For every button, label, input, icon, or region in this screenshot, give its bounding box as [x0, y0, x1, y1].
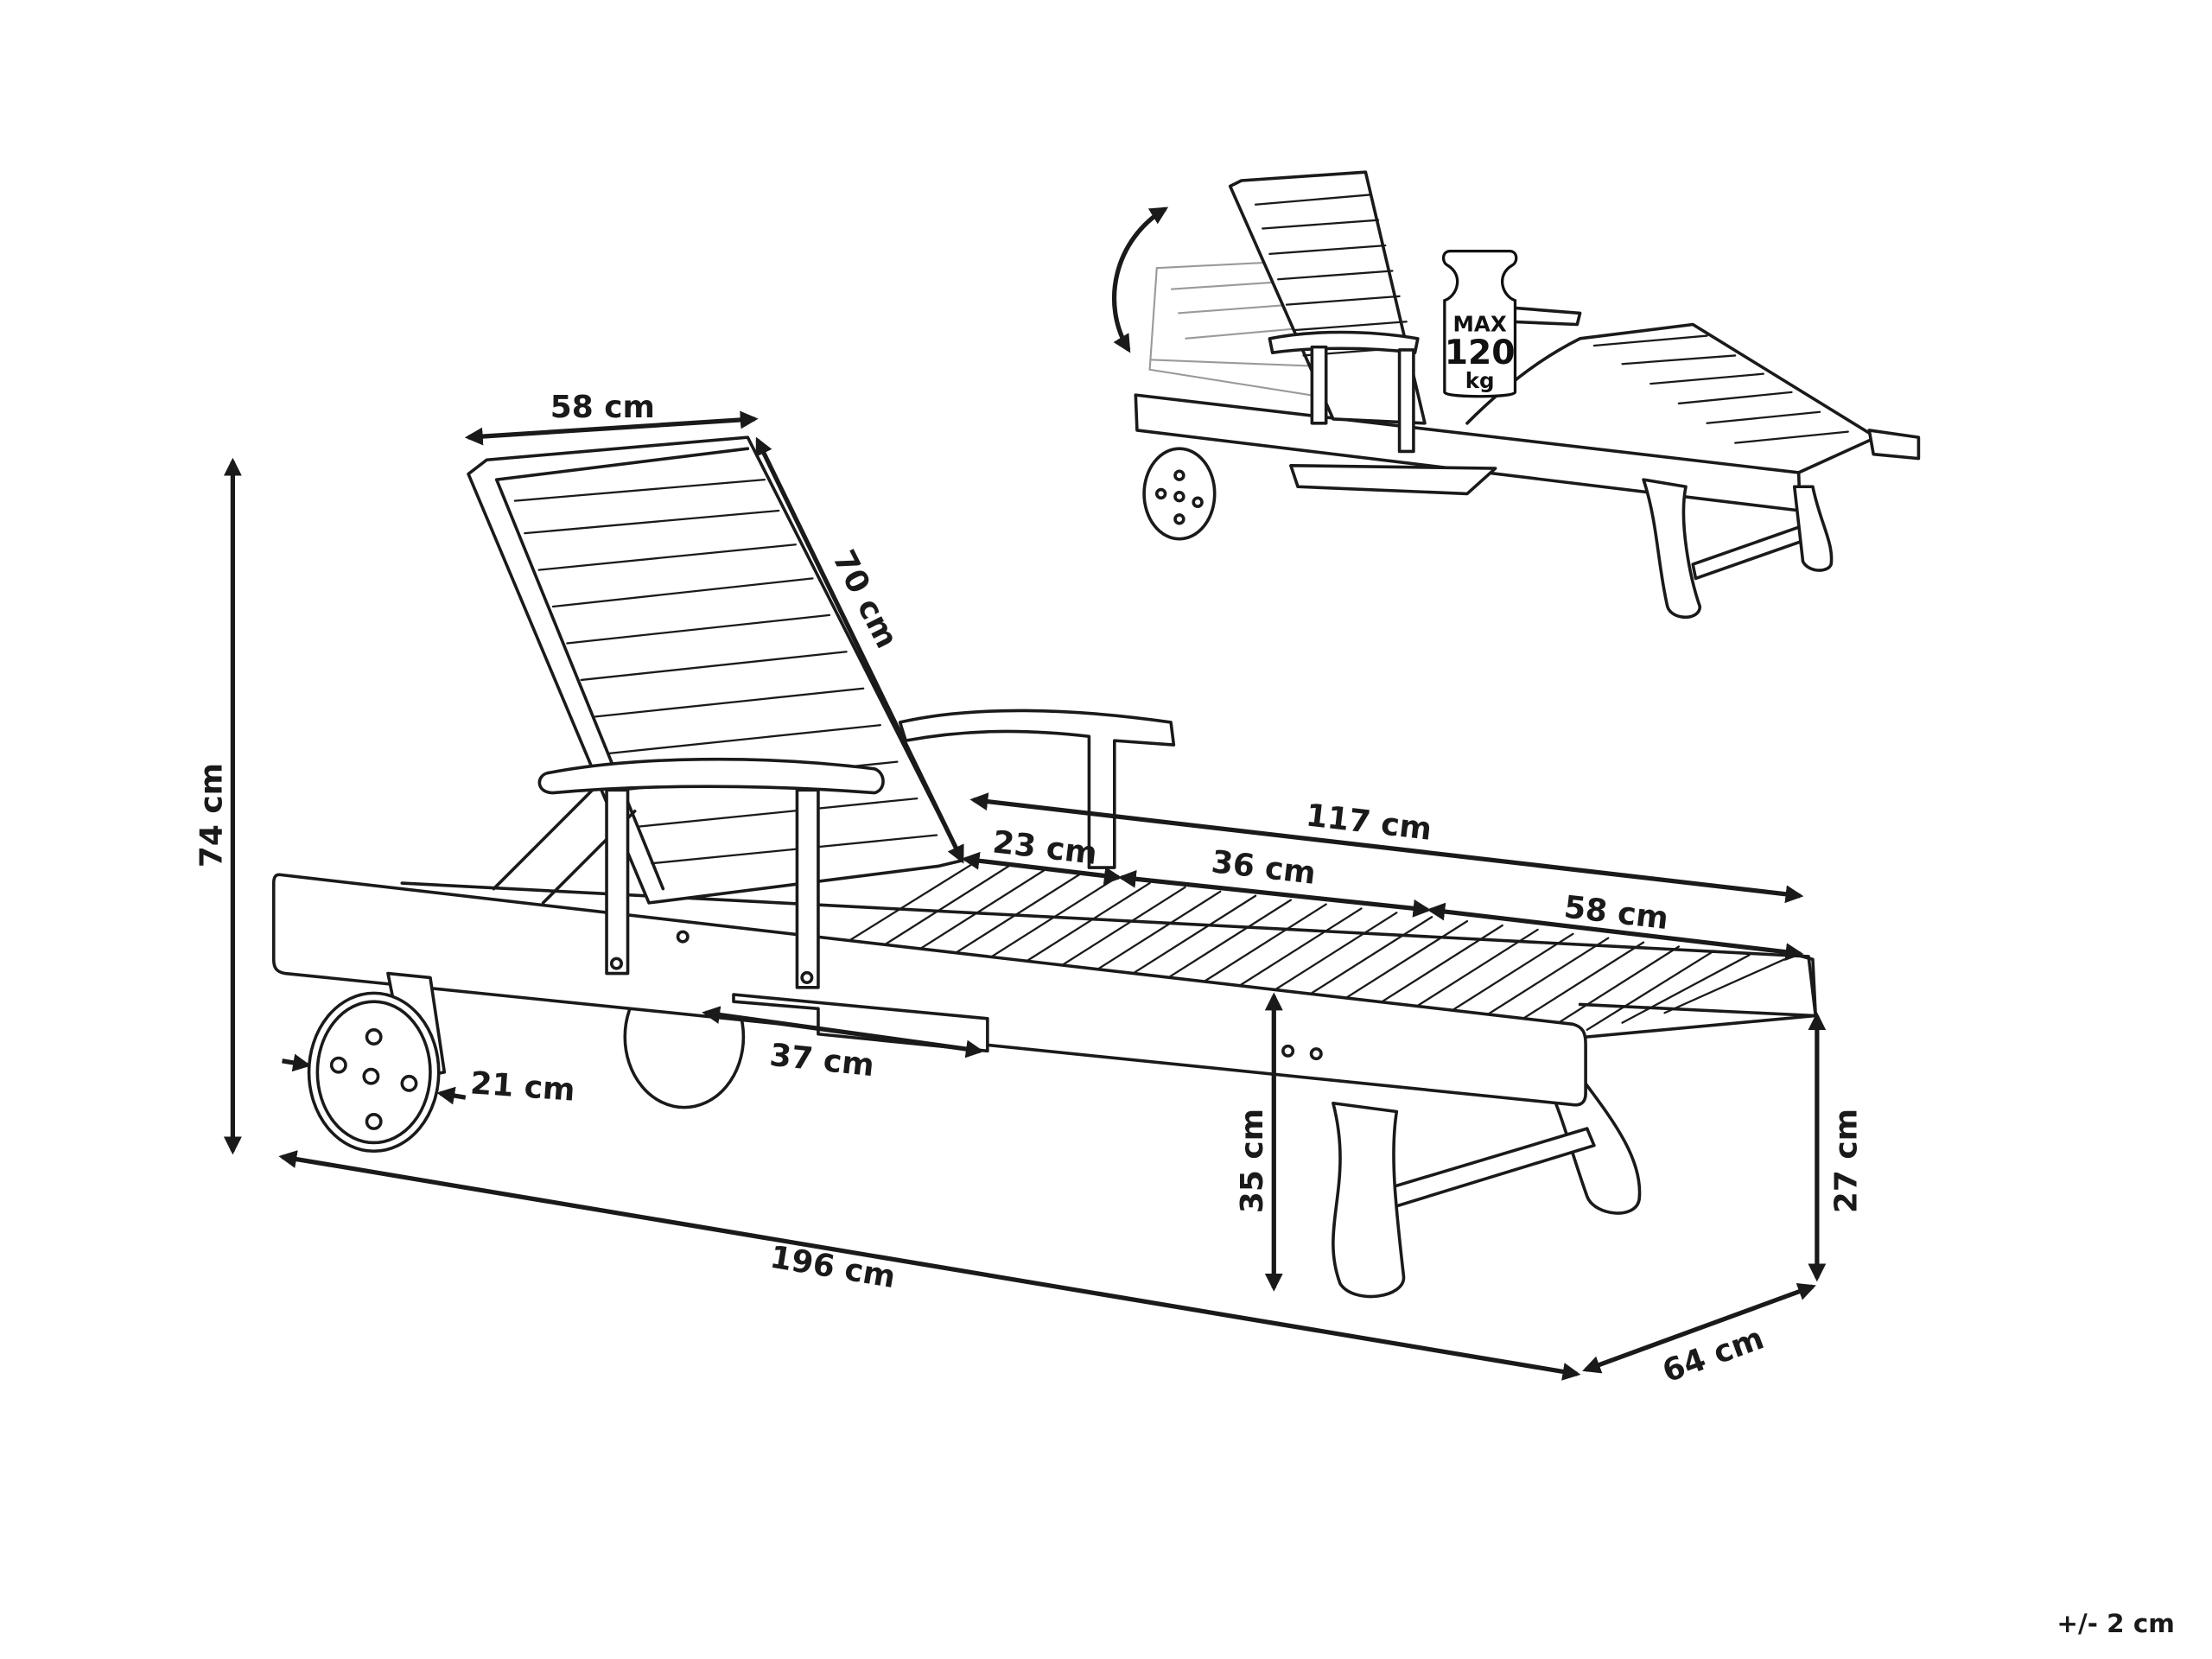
- recline-preview-drawing: MAX 120 kg: [1111, 170, 1921, 619]
- weight-value: 120: [1445, 334, 1516, 372]
- weight-unit: kg: [1465, 368, 1495, 393]
- weight-max-label: MAX: [1453, 312, 1507, 337]
- label-total-width: 64 cm: [1658, 1320, 1769, 1389]
- label-backrest-width: 58 cm: [550, 390, 655, 425]
- label-wheel-diameter: 21 cm: [469, 1065, 576, 1108]
- weight-icon: MAX 120 kg: [1441, 249, 1518, 398]
- label-tray-length: 37 cm: [768, 1038, 876, 1084]
- label-armrest-height: 35 cm: [1235, 1109, 1270, 1213]
- dimension-annotations: 58 cm 70 cm 74 cm 117 cm 23 cm 36 cm 58 …: [194, 390, 1864, 1389]
- label-seat-height: 27 cm: [1829, 1109, 1865, 1213]
- tolerance-note: +/- 2 cm: [2056, 1609, 2174, 1638]
- label-total-height: 74 cm: [194, 763, 229, 868]
- label-seat-segment-2: 36 cm: [1210, 844, 1318, 892]
- adjust-backrest-arrow-icon: [1111, 207, 1169, 353]
